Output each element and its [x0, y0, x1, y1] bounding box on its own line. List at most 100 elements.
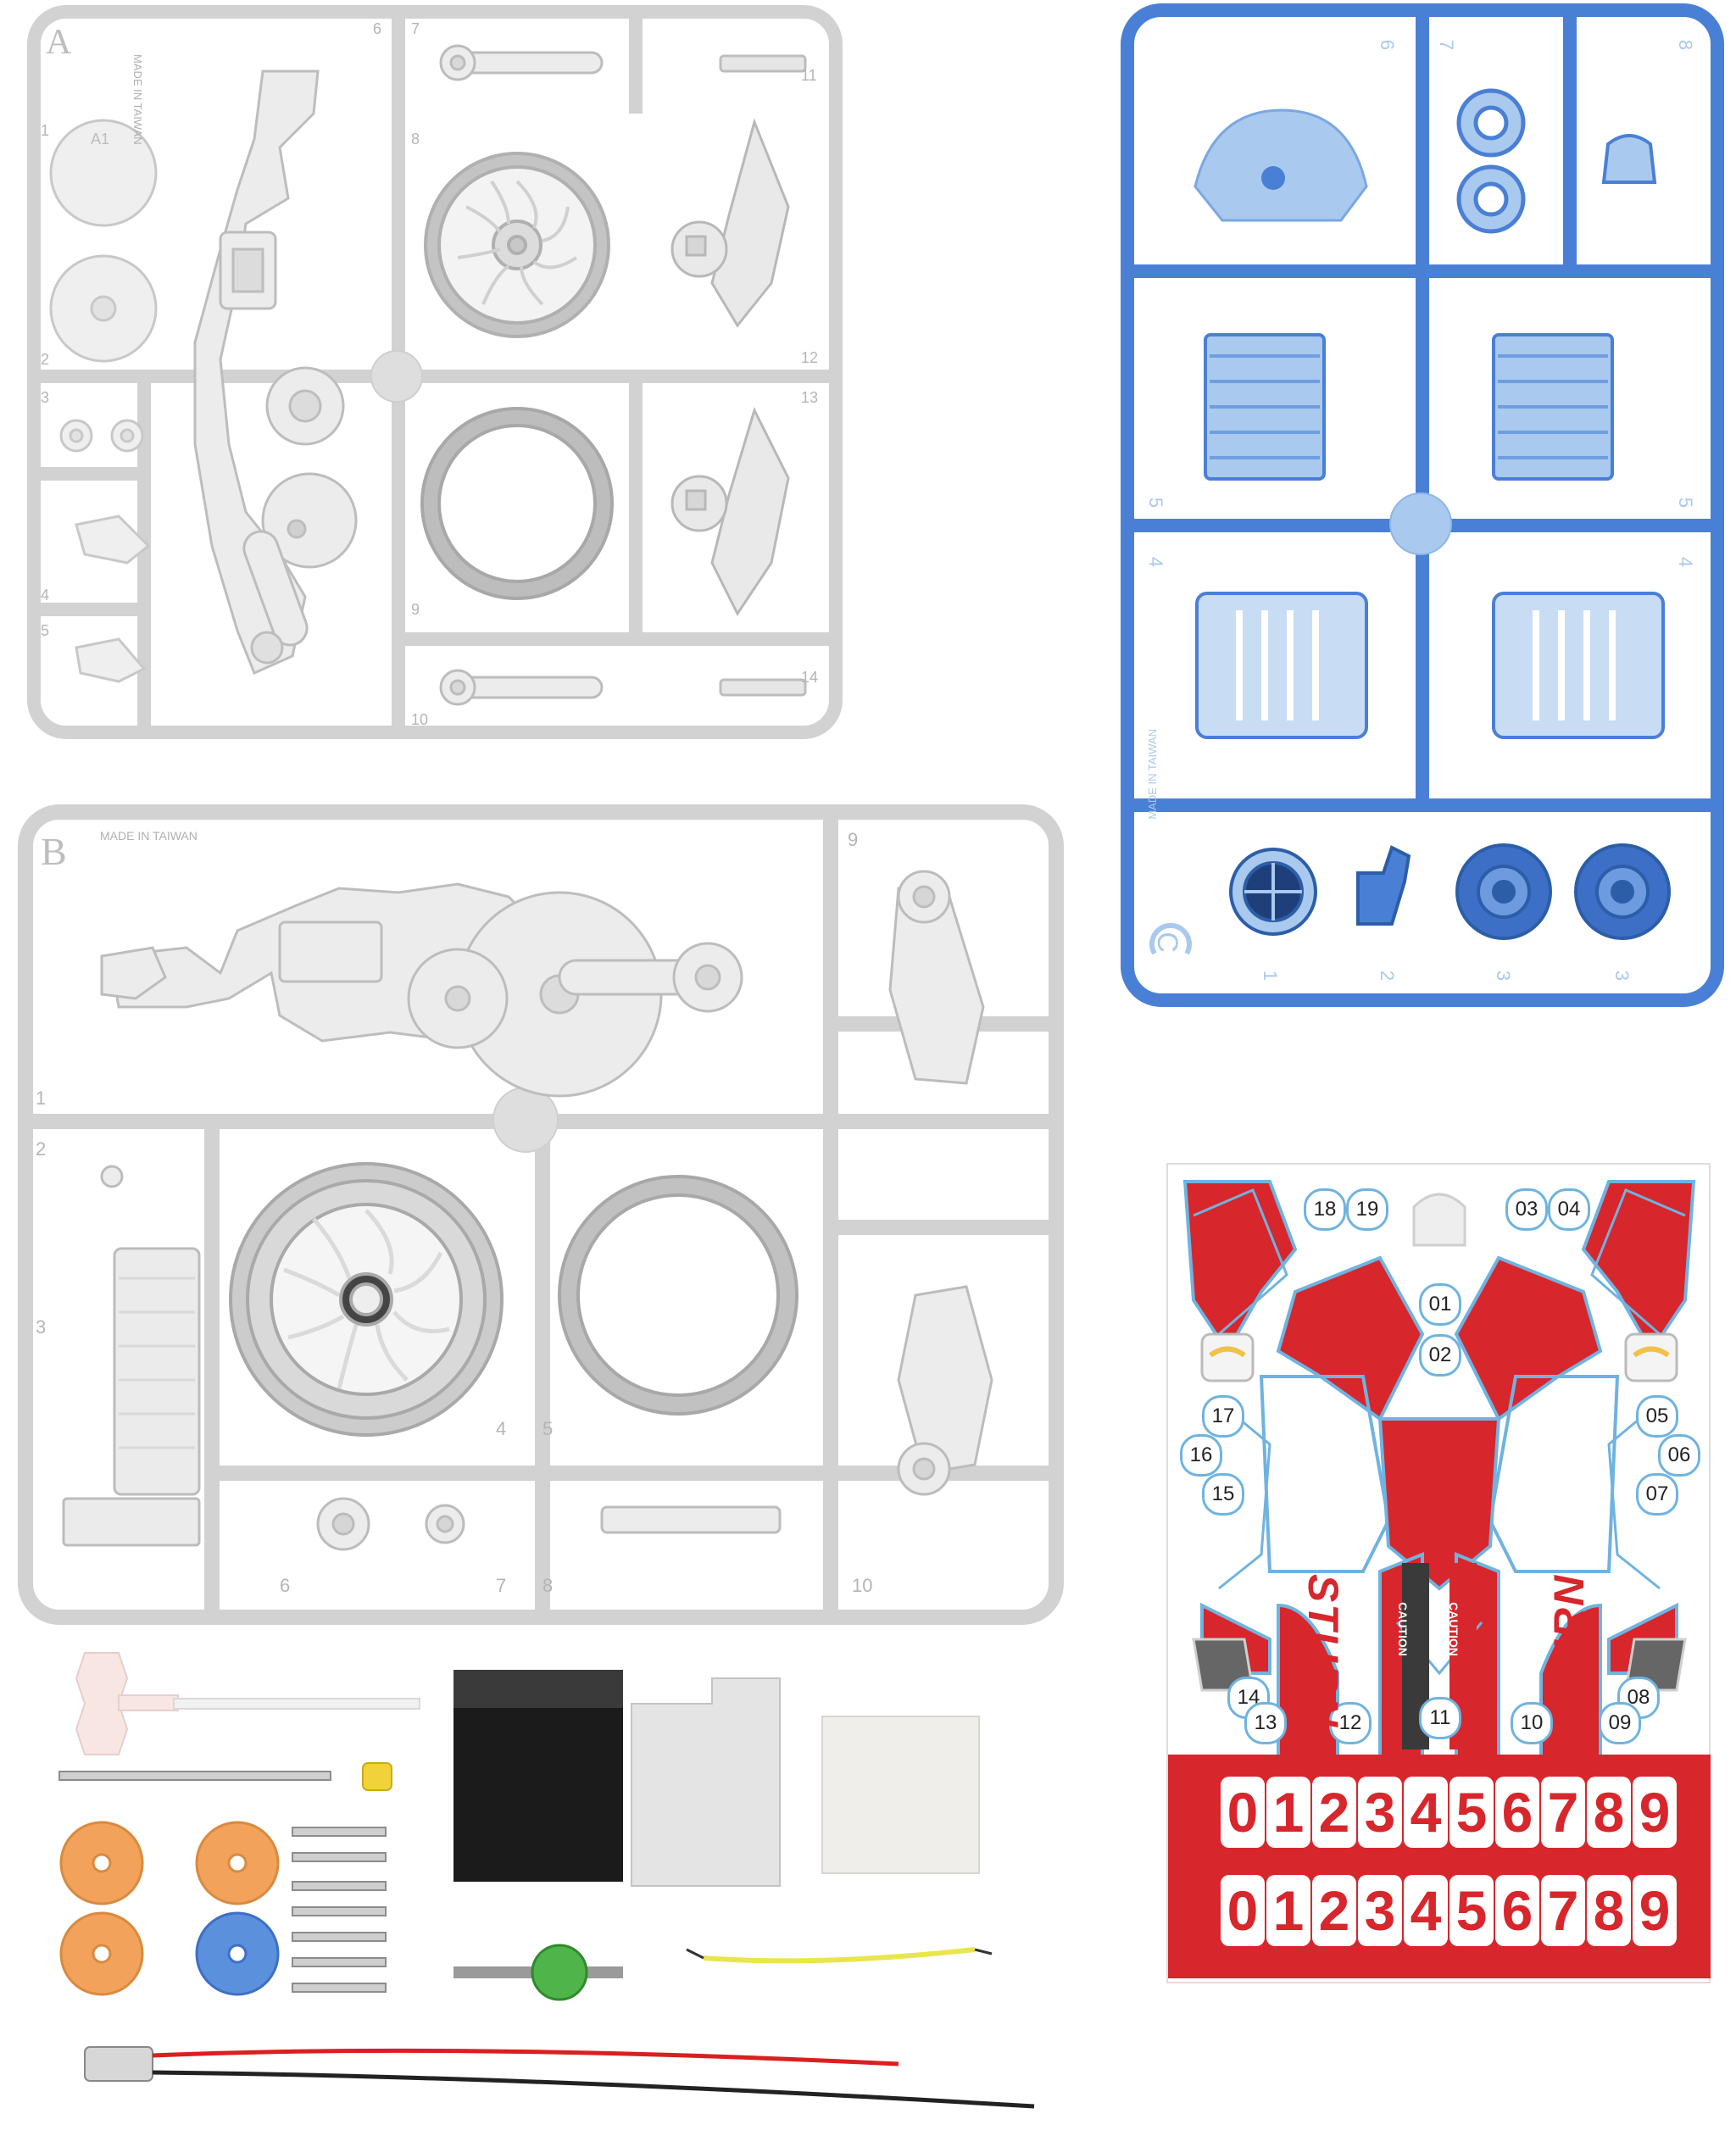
- sprue-b-part-4: 4: [496, 1418, 507, 1439]
- white-pad-icon: [821, 1716, 980, 1874]
- sprue-a-part-6: 6: [373, 20, 382, 37]
- decal-digit: 5: [1449, 1875, 1494, 1946]
- decal-callout: 05: [1636, 1395, 1678, 1438]
- yellow-wire-icon: [703, 1947, 976, 1964]
- sprue-a: A MADE IN TAIWAN A1 1 2 3 4 5 6 7 8 9 10…: [25, 3, 844, 741]
- sprue-c-part-2: 2: [1377, 970, 1399, 982]
- sprue-c-made-in: MADE IN TAIWAN: [1146, 729, 1159, 820]
- black-wire-icon: [152, 2070, 1035, 2109]
- sprue-c-part-3-right: 3: [1611, 970, 1633, 982]
- decal-caution-right: CAUTION: [1446, 1602, 1461, 1656]
- decal-digit-row-2: 0 1 2 3 4 5 6 7 8 9: [1221, 1875, 1678, 1946]
- sprue-a-gear-label: A1: [91, 131, 110, 147]
- decal-sheet: 18 19 03 04 01 02 17 05 16 06 15 07 14 0…: [1166, 1163, 1711, 1983]
- sprue-b-part-10: 10: [852, 1575, 873, 1596]
- decal-callout: 10: [1511, 1702, 1553, 1744]
- decal-callout: 04: [1548, 1188, 1590, 1231]
- sprue-a-part-4: 4: [41, 587, 50, 604]
- decal-brand-right: STURN: [1545, 1573, 1594, 1729]
- decal-callout: 17: [1202, 1395, 1244, 1438]
- sprue-b-part-5: 5: [542, 1418, 554, 1439]
- decal-callout: 06: [1658, 1434, 1700, 1477]
- sprue-c-part-5-left: 5: [1145, 497, 1167, 509]
- decal-digit: 2: [1312, 1777, 1356, 1848]
- sprue-c-letter: C: [1150, 932, 1183, 953]
- decal-digit: 0: [1221, 1777, 1265, 1848]
- decal-callout: 03: [1505, 1188, 1548, 1231]
- sprue-c-part-4-right: 4: [1675, 556, 1697, 568]
- sprue-c-part-1: 1: [1260, 970, 1282, 982]
- decal-callout: 07: [1636, 1473, 1678, 1516]
- sprue-a-letter: A: [46, 23, 72, 62]
- decal-digit: 9: [1633, 1875, 1677, 1946]
- sprue-a-part-9: 9: [411, 601, 420, 618]
- sprue-b: B MADE IN TAIWAN 1 2 3 4 5 6 7 8 9 10: [17, 804, 1065, 1626]
- decal-callout: 12: [1329, 1702, 1372, 1744]
- metal-plate-icon: [631, 1677, 781, 1887]
- sprue-a-part-7: 7: [411, 20, 420, 37]
- sprue-a-part-2: 2: [41, 351, 50, 368]
- decal-callout: 19: [1346, 1188, 1388, 1231]
- sprue-a-part-1: 1: [41, 122, 50, 139]
- decal-digit: 6: [1495, 1777, 1539, 1848]
- motor-icon: [84, 2046, 153, 2082]
- coupler-icon: [362, 1762, 392, 1791]
- loose-parts: [34, 1636, 1136, 2136]
- decal-digit: 5: [1449, 1777, 1494, 1848]
- decal-digit: 1: [1266, 1875, 1310, 1946]
- decal-digit: 2: [1312, 1875, 1356, 1946]
- worm-gear-icon: [75, 1652, 420, 1755]
- decal-callout: 09: [1599, 1702, 1641, 1744]
- sprue-c-part-4-left: 4: [1145, 556, 1167, 568]
- red-wire-icon: [152, 2048, 899, 2066]
- sprue-b-part-3: 3: [36, 1316, 47, 1338]
- decal-digit: 9: [1633, 1777, 1677, 1848]
- decal-digit: 8: [1587, 1875, 1631, 1946]
- sprue-b-letter: B: [41, 830, 67, 873]
- sprue-c-part-8: 8: [1675, 39, 1697, 51]
- sprue-b-part-7: 7: [496, 1575, 507, 1596]
- sprue-c-part-7: 7: [1436, 39, 1458, 51]
- sprue-a-part-13: 13: [801, 389, 819, 406]
- decal-callouts: 18 19 03 04 01 02 17 05 16 06 15 07 14 0…: [1168, 1165, 1711, 1758]
- decal-brand-left: STURN: [1299, 1573, 1348, 1729]
- sprue-c-part-6: 6: [1377, 39, 1399, 51]
- sprue-a-part-12: 12: [801, 349, 819, 366]
- sprue-a-part-8: 8: [411, 131, 420, 147]
- decal-callout: 18: [1304, 1188, 1346, 1231]
- sprue-c-part-5-right: 5: [1675, 497, 1697, 509]
- decal-digit: 8: [1587, 1777, 1631, 1848]
- green-gear-icon: [531, 1944, 588, 2001]
- sprue-b-part-2: 2: [36, 1138, 47, 1160]
- decal-digit: 6: [1495, 1875, 1539, 1946]
- sprue-a-part-10: 10: [411, 711, 429, 728]
- sprue-a-made-in: MADE IN TAIWAN: [131, 54, 144, 145]
- decal-digit: 3: [1358, 1875, 1402, 1946]
- decal-callout: 13: [1244, 1702, 1287, 1744]
- sprue-b-made-in: MADE IN TAIWAN: [100, 829, 198, 843]
- decal-callout: 15: [1202, 1473, 1244, 1516]
- sprue-b-part-8: 8: [542, 1575, 554, 1596]
- decal-digit: 4: [1404, 1875, 1448, 1946]
- sprue-b-part-6: 6: [280, 1575, 291, 1596]
- decal-caution-left: CAUTION: [1395, 1602, 1410, 1656]
- decal-callout: 11: [1419, 1697, 1461, 1739]
- metal-rod-icon: [58, 1771, 331, 1781]
- sprue-b-part-9: 9: [848, 829, 859, 850]
- sprue-a-part-11: 11: [801, 67, 817, 84]
- sprue-a-part-14: 14: [801, 669, 819, 686]
- decal-digit-row-1: 0 1 2 3 4 5 6 7 8 9: [1221, 1777, 1678, 1848]
- decal-digit: 0: [1221, 1875, 1265, 1946]
- decal-digit: 4: [1404, 1777, 1448, 1848]
- decal-callout: 01: [1419, 1283, 1461, 1326]
- decal-callout: 02: [1419, 1334, 1461, 1377]
- decal-digit: 7: [1541, 1777, 1585, 1848]
- sprue-a-part-3: 3: [41, 389, 50, 406]
- decal-digit: 1: [1266, 1777, 1310, 1848]
- sprue-c: 6 7 8 5 5 4 4 MADE IN TAIWAN 1 2 3 3 C: [1112, 0, 1733, 1014]
- sprue-c-part-3-left: 3: [1493, 970, 1515, 982]
- sprue-a-part-5: 5: [41, 622, 50, 639]
- decal-digit: 7: [1541, 1875, 1585, 1946]
- decal-digit: 3: [1358, 1777, 1402, 1848]
- decal-callout: 16: [1180, 1434, 1222, 1477]
